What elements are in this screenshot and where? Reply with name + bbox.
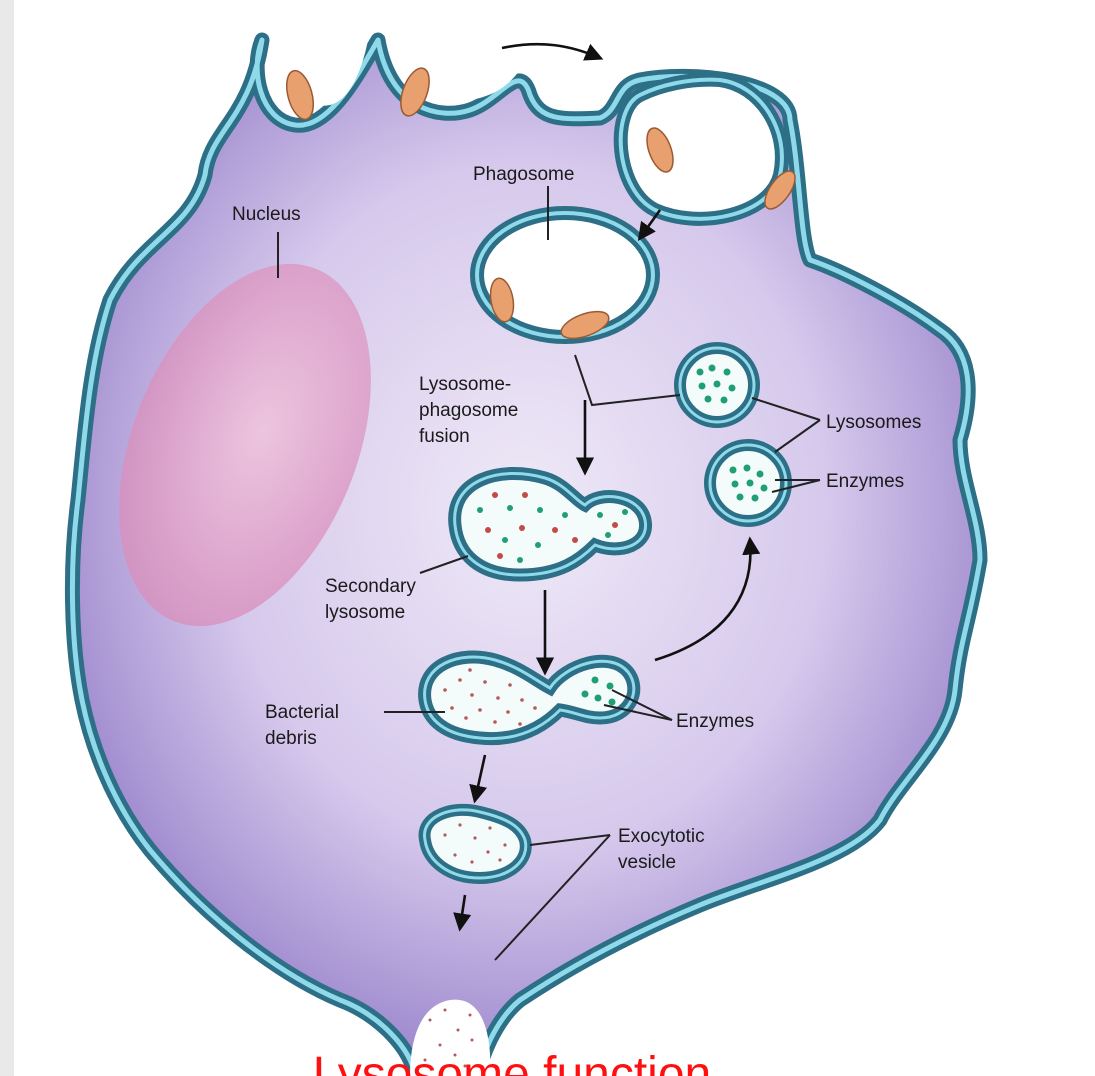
label-enzymes-bottom: Enzymes [676,711,754,732]
label-exocytotic-line2: vesicle [618,852,676,873]
caption-title: Lysosome function [313,1048,711,1076]
label-fusion-line1: Lysosome- [419,374,511,395]
label-secondary-line1: Secondary [325,576,416,597]
label-secondary-line2: lysosome [325,602,405,623]
label-debris-line1: Bacterial [265,702,339,723]
label-nucleus: Nucleus [232,204,301,225]
left-edge-strip [0,0,14,1076]
exocytotic-vesicle [425,810,526,878]
label-enzymes-top: Enzymes [826,471,904,492]
label-debris-line2: debris [265,728,317,749]
label-fusion-line2: phagosome [419,400,518,421]
label-exocytotic-line1: Exocytotic [618,826,705,847]
label-lysosomes: Lysosomes [826,412,921,433]
label-fusion-line3: fusion [419,426,470,447]
label-phagosome: Phagosome [473,164,574,185]
